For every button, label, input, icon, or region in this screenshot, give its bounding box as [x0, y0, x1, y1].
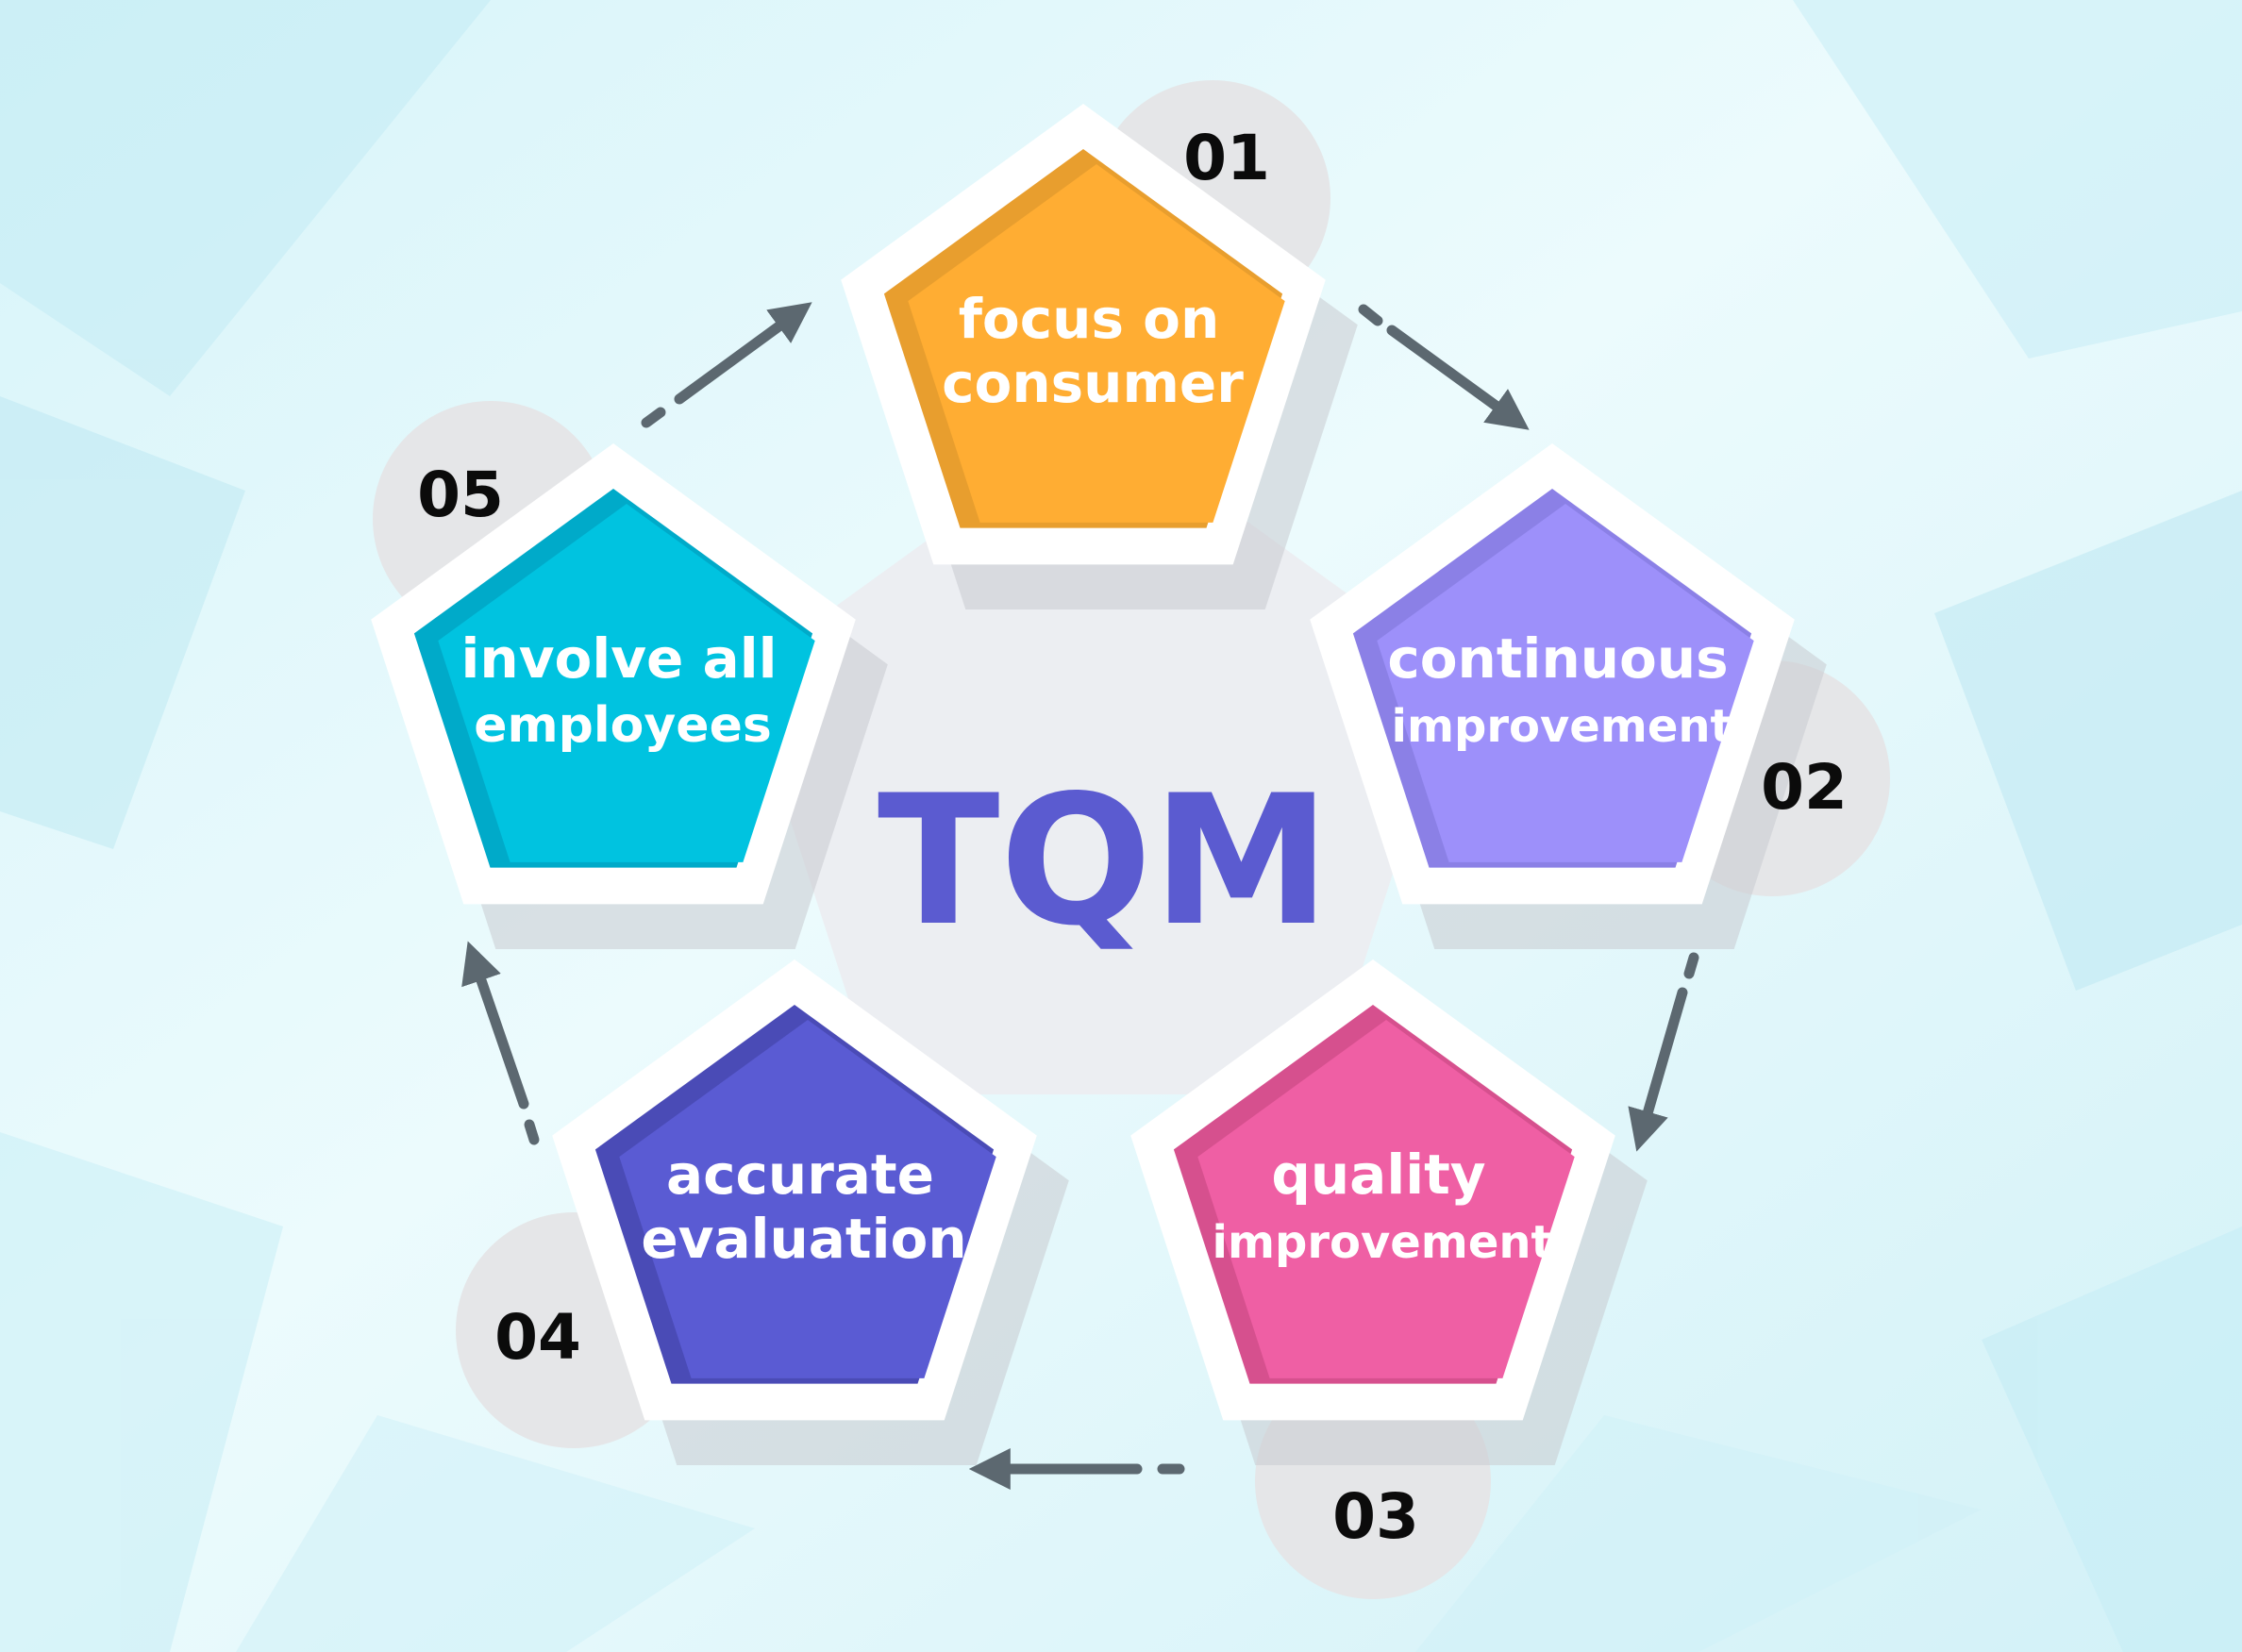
step-label-line-1: continuous [1387, 626, 1728, 691]
arrow-dash [1358, 304, 1383, 326]
connector-arrow-1 [641, 302, 812, 428]
pentagon-shape [908, 164, 1285, 523]
arrow-head-line [1386, 325, 1530, 430]
step-number: 03 [1332, 1480, 1419, 1553]
step-label-line-2: consumer [942, 351, 1244, 415]
connector-arrow-5 [461, 941, 540, 1145]
step-label-line-1: quality [1271, 1143, 1485, 1207]
connector-arrows [461, 302, 1699, 1490]
pentagon-shape [1377, 504, 1754, 862]
arrow-dash [641, 407, 666, 428]
step-label-line-2: improvement [1212, 1216, 1552, 1269]
step-label-line-1: accurate [666, 1143, 934, 1207]
step-label-line-2: improvement [1391, 700, 1732, 753]
connector-arrow-2 [1358, 304, 1530, 430]
step-number: 02 [1761, 751, 1848, 824]
step-03: quality improvement 03 [1130, 959, 1648, 1599]
step-label-line-1: focus on [959, 287, 1220, 351]
arrow-head-line [461, 941, 529, 1110]
arrow-head-line [1628, 987, 1688, 1152]
connector-arrow-3 [1628, 952, 1699, 1152]
pentagon-shape [1197, 1020, 1575, 1378]
center-title: TQM [878, 757, 1330, 965]
arrow-head-line [674, 302, 812, 405]
step-label-line-2: evaluation [641, 1207, 966, 1271]
pentagon-shape [619, 1020, 996, 1378]
step-number: 05 [417, 459, 504, 531]
step-05: involve all employees 05 [371, 401, 888, 949]
step-number: 01 [1183, 122, 1270, 194]
pentagon-shape [438, 504, 815, 862]
step-label-line-2: employees [474, 697, 772, 754]
step-number: 04 [494, 1301, 581, 1374]
arrow-dash [524, 1119, 540, 1145]
arrow-dash [1683, 952, 1699, 979]
step-02: continuous improvement 02 [1310, 443, 1890, 949]
step-label-line-1: involve all [461, 626, 778, 691]
center-hub [743, 415, 1458, 1094]
